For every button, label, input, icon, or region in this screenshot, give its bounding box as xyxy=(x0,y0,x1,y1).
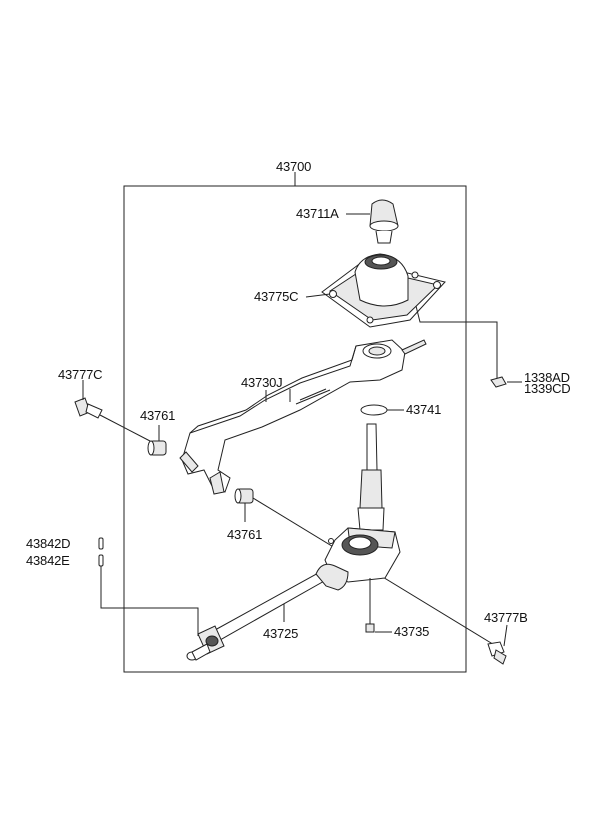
label-clip-left: 43777C xyxy=(58,367,103,382)
lever-bracket xyxy=(179,339,427,495)
label-lever-bracket: 43730J xyxy=(241,375,283,390)
boot-leader xyxy=(305,293,331,298)
clip-left-line xyxy=(99,414,151,442)
bushing-lower xyxy=(234,488,254,504)
label-screw: 43735 xyxy=(394,624,430,639)
bolt-leader xyxy=(415,305,498,378)
clip-left xyxy=(74,397,103,419)
label-bushing-lower: 43761 xyxy=(227,527,263,542)
clip-right xyxy=(487,641,507,665)
label-bolt-lower: 1339CD xyxy=(524,381,571,396)
bushing-upper xyxy=(147,440,167,456)
bolt-icon xyxy=(490,376,507,388)
label-rod: 43725 xyxy=(263,626,299,641)
ring xyxy=(360,404,388,416)
assembly-frame xyxy=(123,185,467,673)
screw xyxy=(365,620,375,633)
pin-upper xyxy=(98,537,104,550)
label-clip-right: 43777B xyxy=(484,610,528,625)
shifter-base xyxy=(324,527,401,583)
shift-rod xyxy=(186,563,349,661)
pin-lower xyxy=(98,554,104,567)
label-ring: 43741 xyxy=(406,402,442,417)
label-knob: 43711A xyxy=(296,206,339,221)
label-boot-housing: 43775C xyxy=(254,289,299,304)
label-bushing-upper: 43761 xyxy=(140,408,176,423)
boot-housing xyxy=(321,253,446,328)
shift-shaft xyxy=(357,423,385,531)
label-pin-upper: 43842D xyxy=(26,536,71,551)
label-pin-lower: 43842E xyxy=(26,553,70,568)
clip-right-leader xyxy=(503,624,508,647)
shift-knob xyxy=(369,199,399,244)
label-bolt-upper: 1338AD xyxy=(524,370,570,385)
pin-leader xyxy=(100,566,199,636)
label-assembly: 43700 xyxy=(276,159,312,174)
